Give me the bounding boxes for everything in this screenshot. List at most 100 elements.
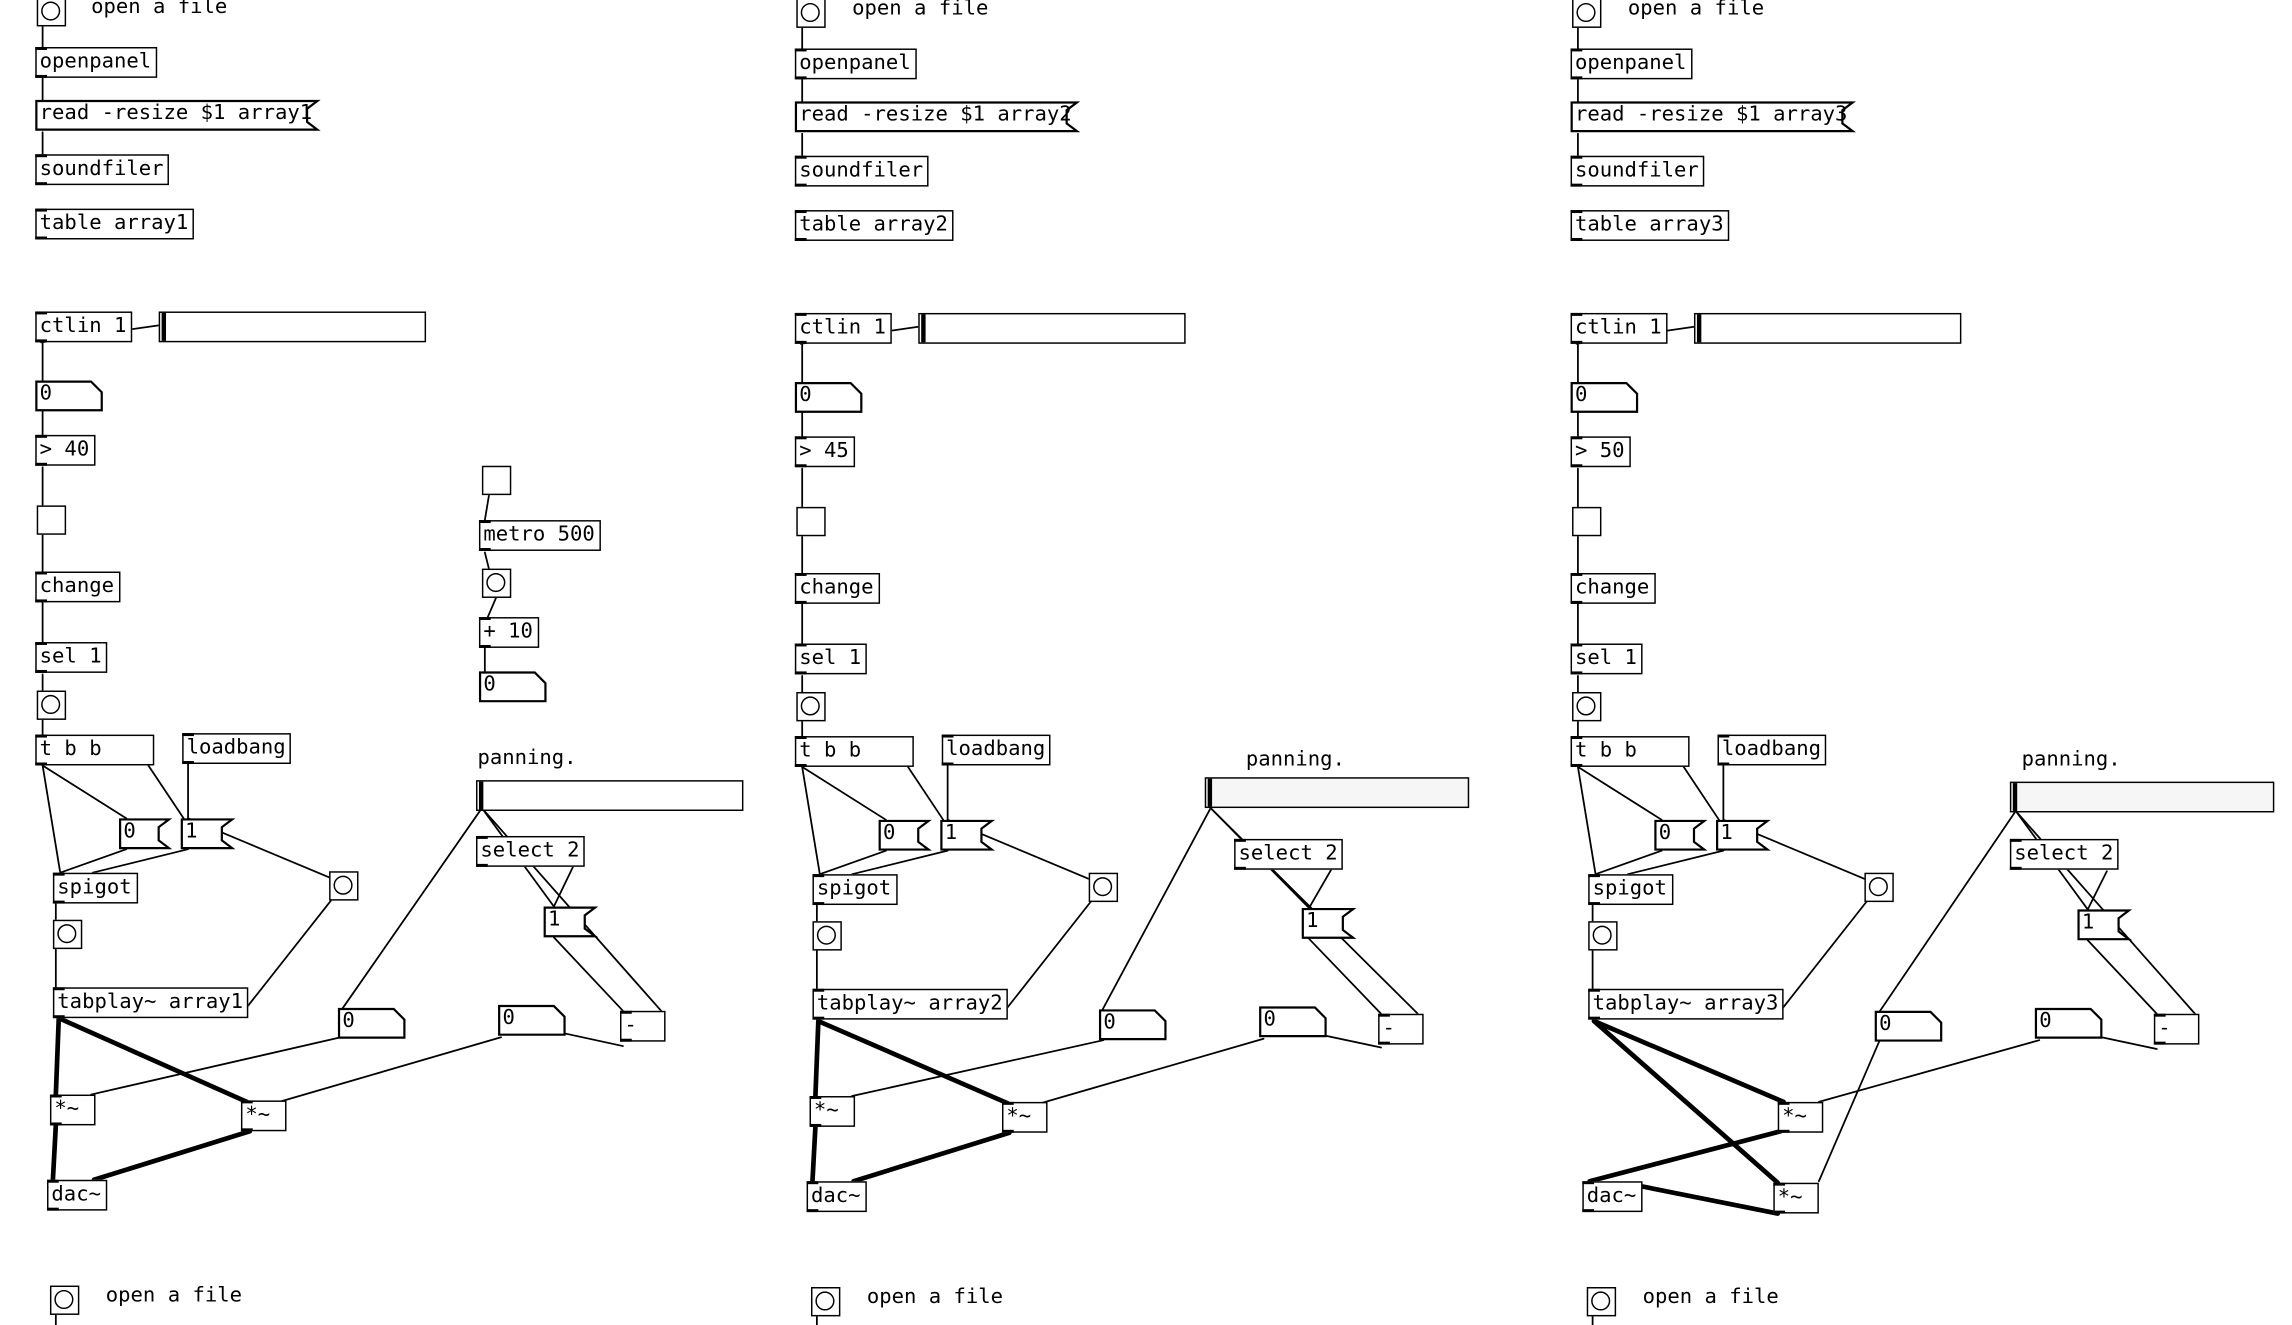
metro-object[interactable]: metro 500 (478, 520, 601, 551)
change-object-2[interactable]: change (794, 572, 880, 604)
ctlin-slider-2[interactable] (918, 312, 1186, 344)
sel-1-object-2[interactable]: sel 1 (794, 643, 868, 675)
number-box-left-gain-1[interactable]: 0 (337, 1007, 406, 1039)
toggle-1[interactable] (36, 505, 67, 535)
select-2-object-2[interactable]: select 2 (1234, 838, 1344, 870)
multiply-left-object-2[interactable]: *~ (809, 1096, 856, 1127)
sel-1-object-1[interactable]: sel 1 (35, 642, 108, 673)
change-object-1[interactable]: change (35, 571, 120, 603)
play-bang-2[interactable] (812, 921, 842, 951)
open-file-bang-2[interactable] (796, 0, 826, 28)
greater-than-object-2[interactable]: > 45 (794, 436, 855, 468)
trigger-bang-bang-object-3[interactable]: t b b (1570, 736, 1690, 767)
tabplay-object-3[interactable]: tabplay~ array3 (1588, 988, 1785, 1020)
select-2-object-1[interactable]: select 2 (476, 835, 586, 867)
sel-bang-2[interactable] (796, 691, 826, 722)
openpanel-object-1[interactable]: openpanel (35, 47, 157, 78)
dac-object-1[interactable]: dac~ (47, 1179, 107, 1211)
play-bang-1[interactable] (52, 919, 83, 950)
message-one-pan-3[interactable]: 1 (2077, 909, 2133, 941)
select-2-object-3[interactable]: select 2 (2009, 838, 2120, 870)
soundfiler-object-2[interactable]: soundfiler (794, 155, 929, 187)
dac-object-2[interactable]: dac~ (806, 1181, 867, 1213)
panning-slider-1[interactable] (476, 780, 744, 811)
read-resize-message-2[interactable]: read -resize $1 array2 (794, 101, 1081, 133)
subtract-object-3[interactable]: - (2153, 1013, 2200, 1045)
metro-toggle[interactable] (481, 465, 512, 496)
ctlin-object-2[interactable]: ctlin 1 (794, 312, 892, 344)
number-box-right-gain-2[interactable]: 0 (1259, 1006, 1327, 1038)
multiply-right-object-2[interactable]: *~ (1001, 1101, 1048, 1133)
open-file-bang-4[interactable] (49, 1285, 80, 1315)
spigot-object-2[interactable]: spigot (812, 874, 898, 906)
sel-bang-1[interactable] (36, 690, 67, 720)
message-one-3[interactable]: 1 (1716, 819, 1771, 851)
multiply-upper-object-3[interactable]: *~ (1777, 1101, 1824, 1133)
open-file-bang-3[interactable] (1572, 0, 1602, 28)
stop-bang-1[interactable] (329, 871, 359, 901)
toggle-3[interactable] (1572, 506, 1602, 537)
loadbang-object-1[interactable]: loadbang (182, 733, 292, 764)
read-resize-message-1[interactable]: read -resize $1 array1 (35, 99, 321, 131)
spigot-object-1[interactable]: spigot (52, 872, 138, 904)
sel-1-object-3[interactable]: sel 1 (1570, 643, 1643, 675)
panning-slider-3[interactable] (2009, 781, 2275, 813)
message-one-pan-1[interactable]: 1 (543, 906, 599, 938)
message-one-1[interactable]: 1 (180, 818, 236, 850)
subtract-object-1[interactable]: - (620, 1010, 666, 1042)
number-box-ctl-2[interactable]: 0 (794, 381, 863, 413)
stop-bang-3[interactable] (1864, 872, 1894, 903)
play-bang-3[interactable] (1588, 921, 1618, 951)
soundfiler-object-1[interactable]: soundfiler (35, 154, 170, 186)
open-file-bang-5[interactable] (810, 1287, 841, 1317)
metro-bang[interactable] (481, 568, 512, 598)
panning-slider-2[interactable] (1204, 777, 1470, 809)
tabplay-object-1[interactable]: tabplay~ array1 (52, 987, 249, 1019)
message-one-pan-2[interactable]: 1 (1301, 907, 1357, 939)
number-box-metro[interactable]: 0 (478, 671, 547, 703)
table-array3-object[interactable]: table array3 (1570, 210, 1730, 241)
toggle-2[interactable] (796, 506, 826, 537)
open-file-bang-1[interactable] (36, 0, 67, 27)
table-array2-object[interactable]: table array2 (794, 210, 954, 241)
trigger-bang-bang-object-1[interactable]: t b b (35, 734, 155, 766)
change-object-3[interactable]: change (1570, 572, 1656, 604)
trigger-bang-bang-object-2[interactable]: t b b (794, 736, 914, 767)
message-zero-2[interactable]: 0 (878, 819, 932, 851)
multiply-left-object-1[interactable]: *~ (49, 1094, 96, 1126)
number-box-left-gain-3[interactable]: 0 (1874, 1010, 1943, 1042)
loadbang-object-2[interactable]: loadbang (941, 734, 1052, 766)
message-zero-3[interactable]: 0 (1654, 819, 1708, 851)
read-resize-message-3[interactable]: read -resize $1 array3 (1570, 101, 1856, 133)
ctlin-slider-1[interactable] (158, 311, 427, 343)
subtract-object-2[interactable]: - (1378, 1013, 1424, 1045)
spigot-object-3[interactable]: spigot (1588, 874, 1673, 906)
multiply-right-object-1[interactable]: *~ (240, 1100, 287, 1132)
number-box-left-gain-2[interactable]: 0 (1098, 1009, 1167, 1041)
table-array1-object[interactable]: table array1 (35, 208, 195, 240)
greater-than-object-3[interactable]: > 50 (1570, 436, 1631, 468)
number-box-right-gain-3[interactable]: 0 (2034, 1007, 2103, 1039)
open-file-bang-6[interactable] (1586, 1287, 1617, 1317)
greater-than-object-1[interactable]: > 40 (35, 434, 96, 466)
tabplay-object-2[interactable]: tabplay~ array2 (812, 988, 1009, 1020)
soundfiler-object-3[interactable]: soundfiler (1570, 155, 1705, 187)
ctlin-object-3[interactable]: ctlin 1 (1570, 312, 1668, 344)
message-one-2[interactable]: 1 (940, 819, 996, 851)
dac-object-3[interactable]: dac~ (1582, 1181, 1643, 1213)
multiply-lower-object-3[interactable]: *~ (1773, 1182, 1819, 1214)
openpanel-object-3[interactable]: openpanel (1570, 48, 1693, 80)
ctlin-object-1[interactable]: ctlin 1 (35, 311, 133, 343)
number-box-right-gain-1[interactable]: 0 (498, 1004, 566, 1036)
comment-panning-2: panning. (1245, 747, 1345, 772)
openpanel-object-2[interactable]: openpanel (794, 48, 917, 80)
sel-bang-3[interactable] (1572, 691, 1602, 722)
stop-bang-2[interactable] (1088, 872, 1119, 903)
number-box-ctl-1[interactable]: 0 (35, 380, 103, 412)
ctlin-slider-3[interactable] (1693, 312, 1962, 344)
loadbang-object-3[interactable]: loadbang (1717, 734, 1827, 766)
number-box-ctl-3[interactable]: 0 (1570, 381, 1639, 413)
message-zero-1[interactable]: 0 (119, 818, 173, 850)
plus-10-object[interactable]: + 10 (478, 617, 539, 648)
